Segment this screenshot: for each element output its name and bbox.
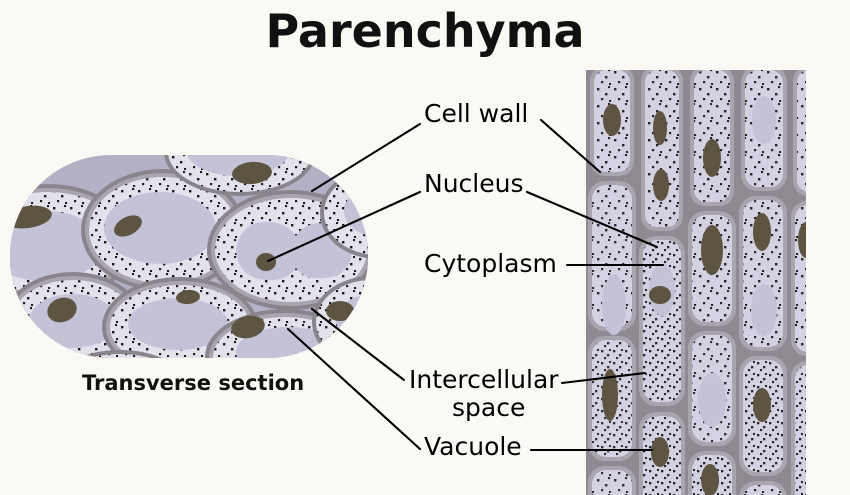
cell-transverse-3 bbox=[164, 155, 316, 196]
cell-column-4 bbox=[739, 70, 787, 495]
cell-column-5 bbox=[791, 70, 806, 495]
label-intercellular-space: Intercellular bbox=[409, 365, 559, 394]
cell-long-1-2 bbox=[588, 181, 636, 335]
nucleus-marker-transverse bbox=[256, 253, 276, 271]
label-group: Cell wall Nucleus Cytoplasm Intercellula… bbox=[409, 99, 559, 461]
cell-long-1-1 bbox=[590, 70, 634, 176]
label-intercellular-space-line2: space bbox=[452, 393, 525, 422]
transverse-section-caption: Transverse section bbox=[82, 371, 304, 395]
cell-column-2 bbox=[639, 70, 685, 495]
cell-long-2-3 bbox=[639, 412, 685, 495]
leader-lines bbox=[266, 118, 665, 452]
cell-column-3 bbox=[688, 70, 736, 495]
cell-long-3-4 bbox=[688, 451, 736, 495]
cell-long-2-2 bbox=[639, 236, 685, 406]
label-cell-wall: Cell wall bbox=[424, 99, 528, 128]
leader-vacuole-left bbox=[286, 327, 422, 451]
cell-long-1-3 bbox=[588, 336, 636, 461]
cell-long-5-3 bbox=[791, 361, 806, 495]
cell-long-4-2 bbox=[739, 196, 787, 351]
leader-nucleus-right bbox=[525, 190, 659, 249]
leader-nucleus-left bbox=[266, 190, 422, 263]
vacuole-marker-transverse bbox=[236, 327, 340, 358]
label-cytoplasm: Cytoplasm bbox=[424, 249, 557, 278]
longitudinal-section-panel bbox=[586, 70, 806, 495]
cell-transverse-2 bbox=[81, 169, 245, 291]
cell-long-3-2 bbox=[688, 211, 736, 326]
page-title: Parenchyma bbox=[265, 4, 584, 58]
cell-long-5-2 bbox=[791, 201, 806, 356]
leader-intercellular-left bbox=[310, 307, 406, 382]
cell-long-5-1 bbox=[793, 70, 806, 196]
cell-long-4-4 bbox=[739, 481, 787, 495]
cell-long-3-3 bbox=[688, 331, 736, 446]
cell-column-1 bbox=[588, 70, 636, 495]
nucleus-marker-longitudinal bbox=[649, 286, 671, 304]
label-vacuole: Vacuole bbox=[424, 432, 522, 461]
cell-long-1-4 bbox=[588, 466, 636, 495]
leader-cell-wall-left bbox=[310, 122, 422, 193]
leader-cell-wall-right bbox=[539, 118, 602, 174]
cell-transverse-9 bbox=[320, 167, 368, 259]
transverse-cells bbox=[10, 155, 368, 358]
transverse-section-panel: Transverse section bbox=[10, 155, 368, 395]
cell-long-4-1 bbox=[741, 70, 787, 191]
cell-long-3-1 bbox=[690, 70, 734, 206]
leader-intercellular-right bbox=[560, 371, 647, 385]
cell-long-4-3 bbox=[739, 356, 787, 476]
cell-long-2-1 bbox=[641, 70, 683, 231]
label-nucleus: Nucleus bbox=[424, 169, 524, 198]
